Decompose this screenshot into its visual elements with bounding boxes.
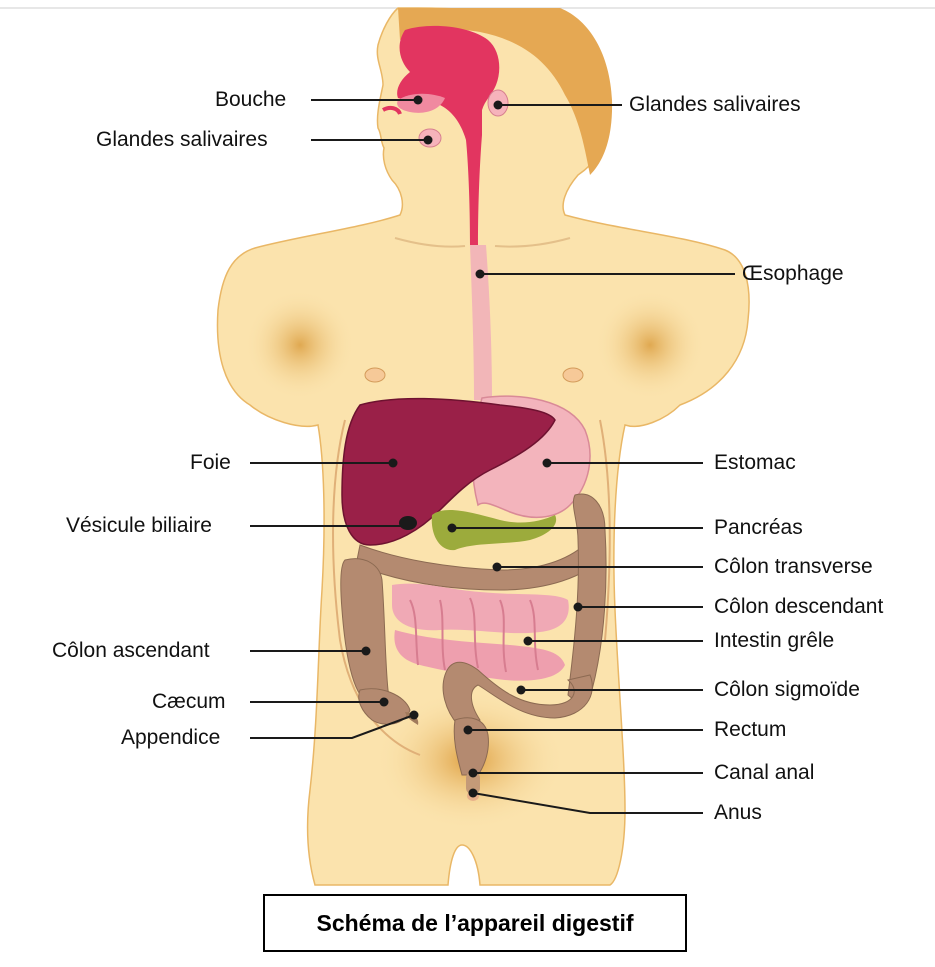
arm-shadow-left [245, 290, 355, 400]
label-colon-transverse: Côlon transverse [714, 555, 873, 579]
arm-shadow-right [595, 290, 705, 400]
label-rectum: Rectum [714, 718, 786, 742]
label-appendice: Appendice [121, 726, 220, 750]
label-caecum: Cæcum [152, 690, 226, 714]
label-pancreas: Pancréas [714, 516, 803, 540]
diagram-title: Schéma de l’appareil digestif [317, 910, 634, 937]
nipple-right [563, 368, 583, 382]
diagram-title-box: Schéma de l’appareil digestif [263, 894, 687, 952]
label-canal-anal: Canal anal [714, 761, 814, 785]
label-colon-sigmoide: Côlon sigmoïde [714, 678, 860, 702]
label-glandes-salivaires-left: Glandes salivaires [96, 128, 268, 152]
gallbladder [399, 516, 417, 530]
label-anus: Anus [714, 801, 762, 825]
nipple-left [365, 368, 385, 382]
label-colon-ascendant: Côlon ascendant [52, 639, 210, 663]
label-foie: Foie [190, 451, 231, 475]
rectum [454, 718, 488, 775]
label-oesophage: Œsophage [742, 262, 844, 286]
label-bouche: Bouche [215, 88, 286, 112]
label-colon-descendant: Côlon descendant [714, 595, 883, 619]
label-vesicule-biliaire: Vésicule biliaire [66, 514, 212, 538]
label-estomac: Estomac [714, 451, 796, 475]
label-intestin-grele: Intestin grêle [714, 629, 834, 653]
label-glandes-salivaires-right: Glandes salivaires [629, 93, 801, 117]
